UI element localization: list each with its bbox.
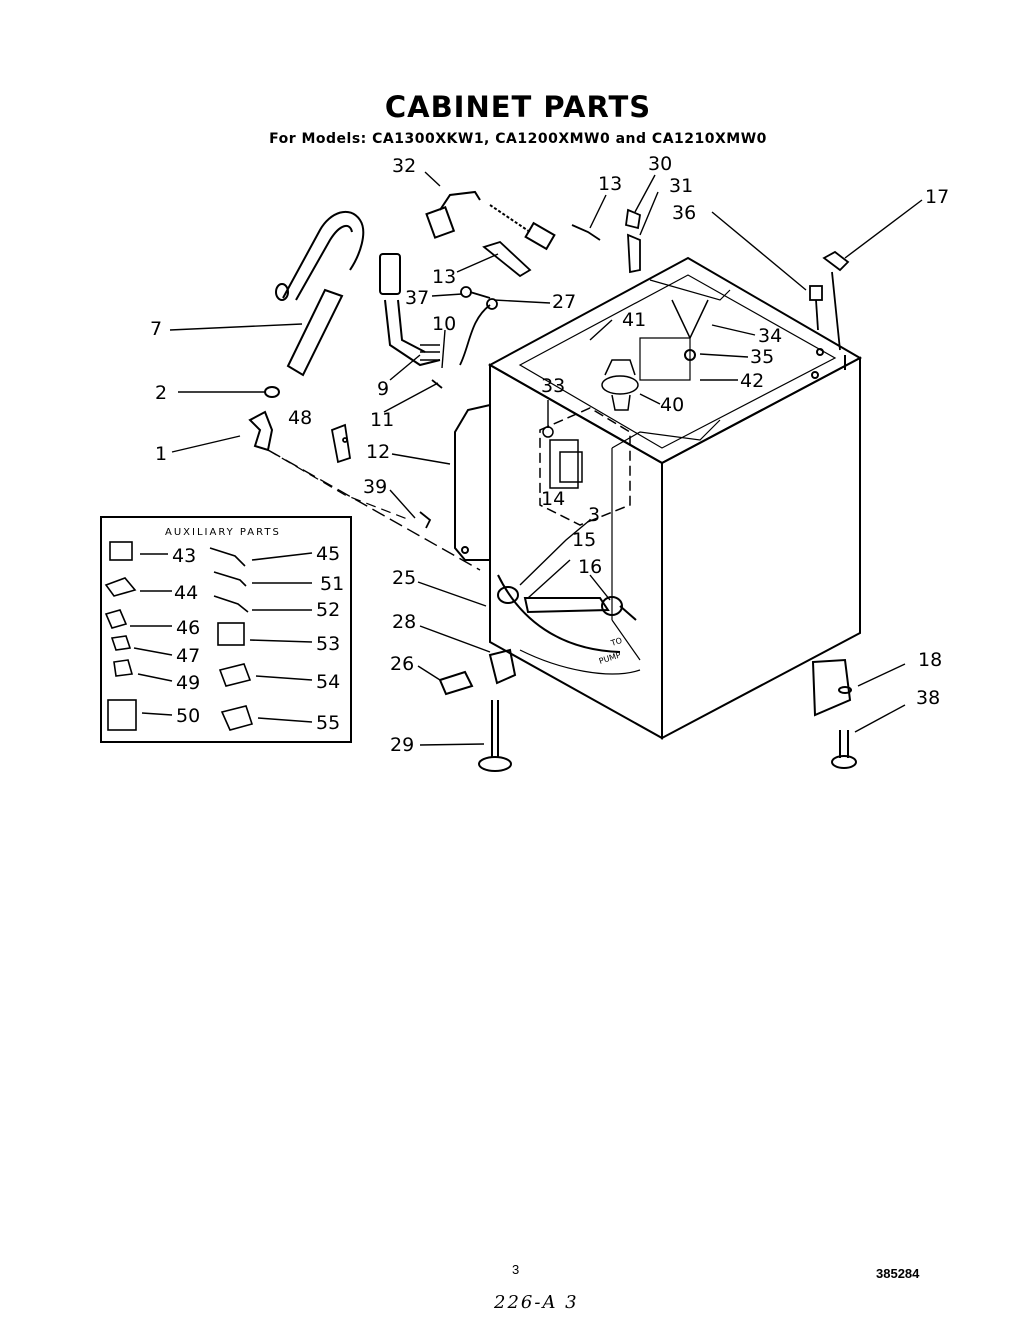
callout-7: 7 bbox=[150, 318, 162, 340]
callout-3: 3 bbox=[588, 504, 600, 526]
callout-35: 35 bbox=[750, 346, 774, 368]
leader-lines bbox=[169, 171, 923, 746]
bracket bbox=[330, 423, 352, 464]
callout-13b: 13 bbox=[432, 266, 456, 288]
auxiliary-parts-title: AUXILIARY PARTS bbox=[165, 527, 281, 538]
screws bbox=[459, 224, 601, 366]
callout-38: 38 bbox=[916, 687, 940, 709]
side-panel bbox=[454, 403, 491, 561]
callout-34: 34 bbox=[758, 325, 782, 347]
aux-number-54: 54 bbox=[316, 671, 340, 693]
aux-part-46-icon bbox=[104, 609, 128, 629]
aux-number-55: 55 bbox=[316, 712, 340, 734]
callout-48: 48 bbox=[288, 407, 312, 429]
callout-33: 33 bbox=[541, 375, 565, 397]
to-pump-label-line1: TO bbox=[609, 636, 623, 648]
inlet-hose bbox=[379, 253, 441, 367]
callout-11: 11 bbox=[370, 409, 394, 431]
aux-number-43: 43 bbox=[172, 545, 196, 567]
auxiliary-parts-panel: AUXILIARY PARTS bbox=[100, 516, 352, 743]
callout-17: 17 bbox=[925, 186, 949, 208]
callout-13a: 13 bbox=[598, 173, 622, 195]
callout-32: 32 bbox=[392, 155, 416, 177]
aux-part-47-icon bbox=[110, 635, 132, 651]
callout-39: 39 bbox=[363, 476, 387, 498]
drain-hose bbox=[275, 210, 365, 377]
callout-16: 16 bbox=[578, 556, 602, 578]
callout-10: 10 bbox=[432, 313, 456, 335]
aux-number-51: 51 bbox=[320, 573, 344, 595]
callout-25: 25 bbox=[392, 567, 416, 589]
aux-part-49-icon bbox=[113, 659, 134, 677]
callout-27: 27 bbox=[552, 291, 576, 313]
aux-part-55-icon bbox=[220, 705, 254, 731]
aux-part-44-icon bbox=[104, 577, 137, 597]
callout-15: 15 bbox=[572, 529, 596, 551]
page-number: 3 bbox=[512, 1262, 520, 1277]
callout-42: 42 bbox=[740, 370, 764, 392]
leg-parts bbox=[438, 648, 517, 772]
callout-14: 14 bbox=[541, 488, 565, 510]
screw-39-11 bbox=[267, 379, 443, 529]
callout-2: 2 bbox=[155, 382, 167, 404]
aux-number-47: 47 bbox=[176, 645, 200, 667]
callout-29: 29 bbox=[390, 734, 414, 756]
callout-18: 18 bbox=[918, 649, 942, 671]
callout-28: 28 bbox=[392, 611, 416, 633]
aux-number-46: 46 bbox=[176, 617, 200, 639]
callout-41: 41 bbox=[622, 309, 646, 331]
callout-36: 36 bbox=[672, 202, 696, 224]
callout-30: 30 bbox=[648, 153, 672, 175]
handwritten-reference: 226-A 3 bbox=[494, 1292, 579, 1313]
page-title: CABINET PARTS bbox=[384, 90, 652, 124]
callout-26: 26 bbox=[390, 653, 414, 675]
models-subtitle: For Models: CA1300XKW1, CA1200XMW0 and C… bbox=[269, 131, 767, 147]
document-number: 385284 bbox=[876, 1266, 920, 1281]
aux-part-53-icon bbox=[217, 622, 245, 646]
leg-right bbox=[811, 658, 857, 769]
aux-number-44: 44 bbox=[174, 582, 198, 604]
aux-number-49: 49 bbox=[176, 672, 200, 694]
aux-part-45-icon bbox=[209, 547, 246, 567]
aux-part-43-icon bbox=[109, 541, 133, 561]
callout-40: 40 bbox=[660, 394, 684, 416]
aux-part-51-icon bbox=[213, 571, 247, 587]
callout-9: 9 bbox=[377, 378, 389, 400]
pressure-switch bbox=[601, 359, 639, 411]
aux-number-45: 45 bbox=[316, 543, 340, 565]
to-pump-label-line2: PUMP bbox=[598, 650, 622, 666]
hinge-parts bbox=[625, 208, 641, 274]
callout-31: 31 bbox=[669, 175, 693, 197]
aux-part-52-icon bbox=[213, 595, 249, 613]
aux-part-54-icon bbox=[218, 663, 252, 687]
callout-1: 1 bbox=[155, 443, 167, 465]
timer-area bbox=[539, 407, 631, 526]
aux-number-53: 53 bbox=[316, 633, 340, 655]
aux-part-50-icon bbox=[107, 699, 137, 731]
callout-labels: 32 13 30 31 36 17 13 37 27 7 10 41 34 35… bbox=[150, 153, 949, 756]
aux-number-50: 50 bbox=[176, 705, 200, 727]
power-cord bbox=[425, 190, 556, 251]
callout-37: 37 bbox=[405, 287, 429, 309]
callout-12: 12 bbox=[366, 441, 390, 463]
lid-parts bbox=[809, 250, 850, 351]
pump-hose bbox=[497, 574, 641, 675]
aux-number-52: 52 bbox=[316, 599, 340, 621]
